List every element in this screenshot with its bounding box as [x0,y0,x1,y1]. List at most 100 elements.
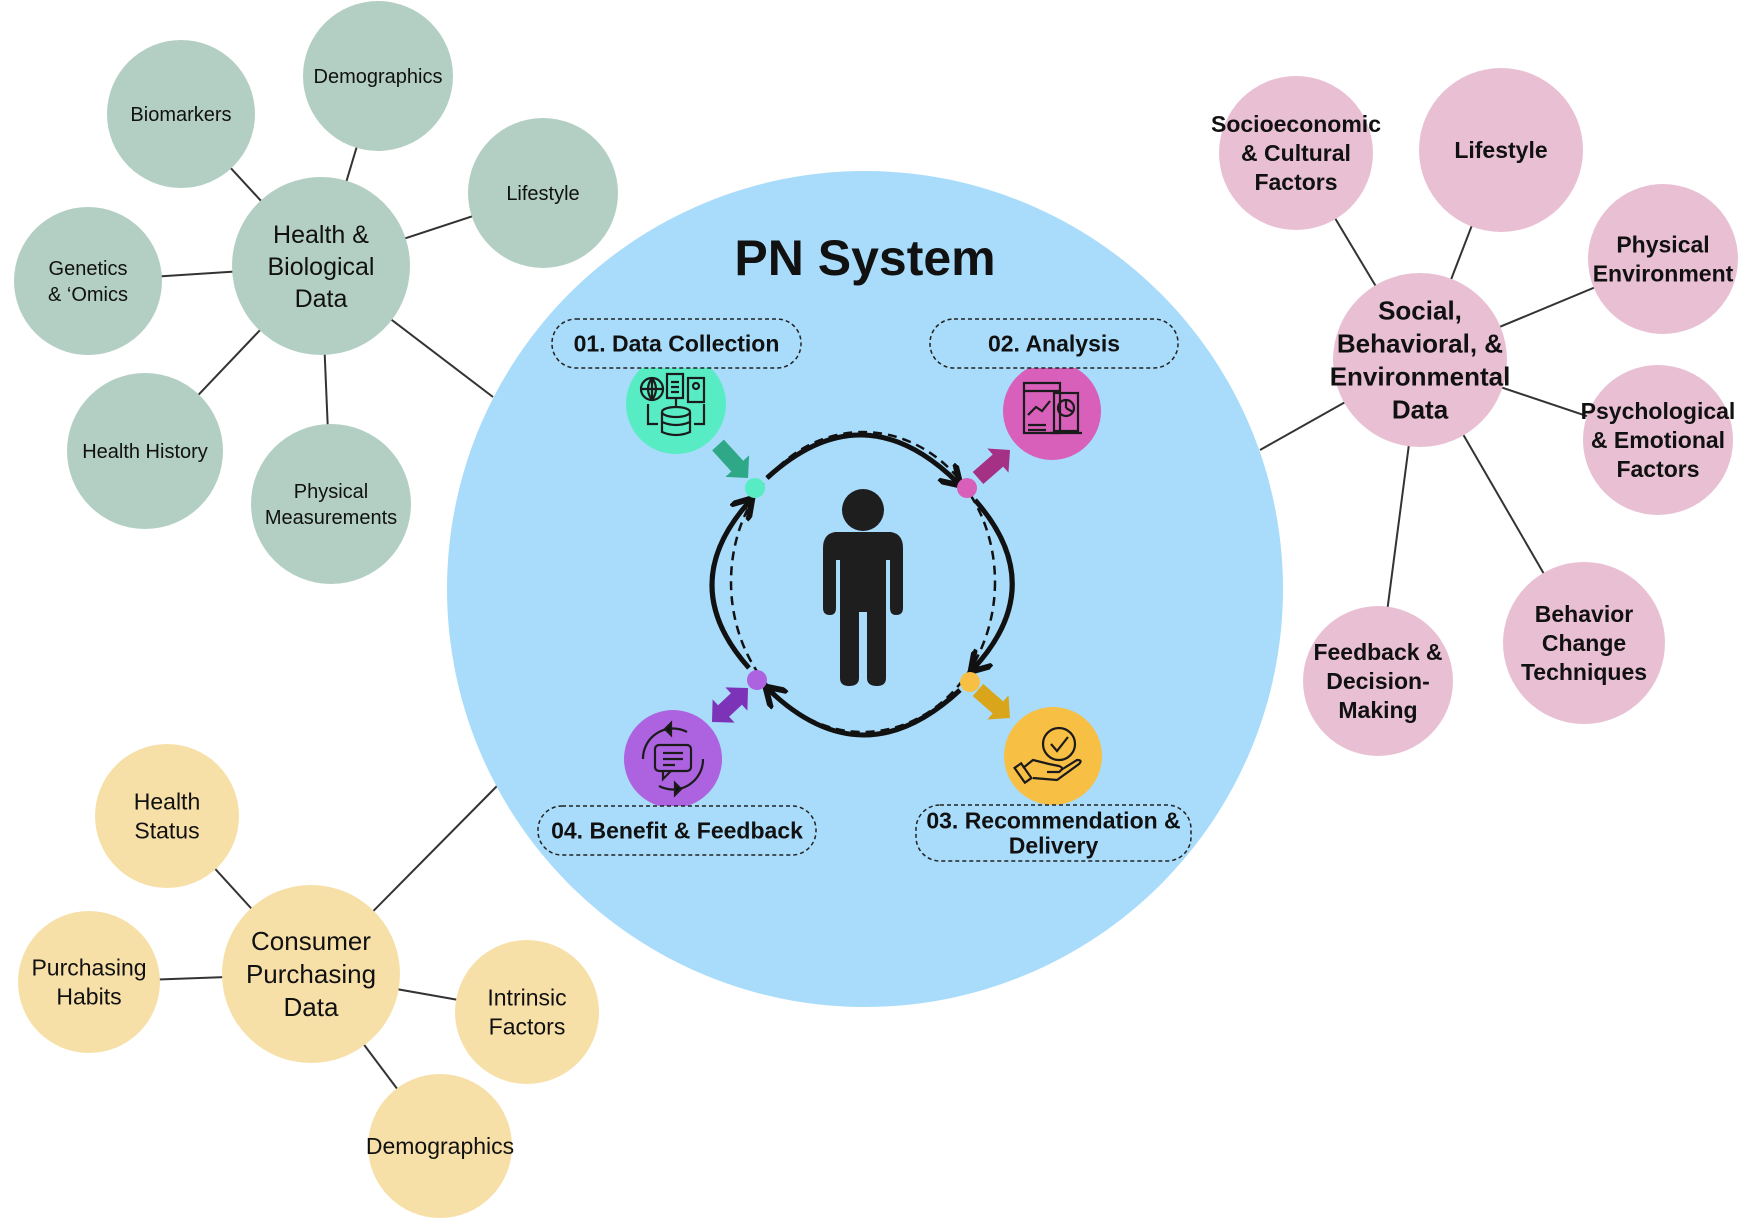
data-collection-icon [639,372,706,437]
social-child-circle [1503,562,1665,724]
text-line: Environment [1593,261,1734,287]
consumer-hub-circle [222,885,400,1063]
cycle-node-dot-3 [960,672,980,692]
data-collection-arrow [712,439,750,478]
health_bio-child-node: Health History [67,373,223,529]
text-line: Habits [56,984,121,1010]
stage-label-pill-3 [915,804,1192,862]
text-line: 01. Data Collection [574,331,780,357]
text-line: Making [1338,697,1417,723]
text-line: Demographics [314,66,443,88]
social-child-label: Lifestyle [1454,137,1547,163]
text-line: 03. Recommendation & [926,808,1180,834]
text-line: & ‘Omics [48,284,128,306]
consumer-child-circle [368,1074,512,1218]
text-line: Factors [1254,169,1337,195]
text-line: Social, [1378,296,1462,326]
text-line: Data [1392,395,1449,425]
text-line: Factors [1616,456,1699,482]
text-line: Change [1542,630,1626,656]
text-line: Decision- [1326,668,1430,694]
text-line: Demographics [366,1133,514,1159]
pn-system-circle-group: PN System 01. Data Collection 02. Analysis… [447,171,1283,1007]
consumer-child-label: Demographics [366,1133,514,1159]
text-line: Lifestyle [506,183,579,205]
health_bio-child-node: Genetics & ‘Omics [14,207,162,355]
text-line: & Emotional [1591,427,1725,453]
system-title: PN System [734,230,995,286]
text-line: Purchasing [31,955,146,981]
inner-dashed-ring [729,430,997,734]
consumer-child-circle [455,940,599,1084]
stage-label-pill-2 [929,318,1179,369]
social-child-circle [1588,184,1738,334]
text-line: Purchasing [246,959,376,989]
text-line: Health & [273,221,369,249]
text-line: Genetics [49,258,128,280]
text-line: Biological [267,253,374,281]
text-line: & Cultural [1241,140,1351,166]
social-child-node: Feedback & Decision- Making [1303,606,1453,756]
health_bio-child-node: Lifestyle [468,118,618,268]
social-child-circle [1303,606,1453,756]
text-line: Health History [82,441,208,463]
stage-label-1: 01. Data Collection [574,331,780,357]
feedback-chat-cycle-icon [641,720,705,798]
health_bio-child-circle [67,373,223,529]
consumer-child-circle [95,744,239,888]
cluster-nodes: BiomarkersDemographicsLifestyleGenetics&… [14,1,1738,1218]
text-line: Psychological [1581,398,1736,424]
text-line: Biomarkers [130,104,231,126]
social-child-circle [1419,68,1583,232]
health_bio-child-label: Health History [82,441,208,463]
person-icon [823,489,903,686]
text-line: Socioeconomic [1211,111,1381,137]
health_bio-child-node: Biomarkers [107,40,255,188]
text-line: Techniques [1521,659,1647,685]
analysis-arrow [972,448,1010,484]
stage-label-4: 04. Benefit & Feedback [551,818,803,844]
text-line: 04. Benefit & Feedback [551,818,803,844]
health_bio-child-circle [303,1,453,151]
text-line: Environmental [1330,362,1511,392]
text-line: Physical [1616,232,1709,258]
cycle-arrow-4 [709,502,749,670]
health_bio-child-circle [251,424,411,584]
health_bio-hub-circle [232,177,410,355]
cycle-node-dot-2 [957,478,977,498]
text-line: Feedback & [1313,639,1442,665]
text-line: Physical [294,481,368,503]
text-line: Behavioral, & [1337,329,1503,359]
text-line: Measurements [265,507,397,529]
text-line: Behavior [1535,601,1633,627]
health_bio-child-label: Biomarkers [130,104,231,126]
stage-label-2: 02. Analysis [988,331,1120,357]
text-line: 02. Analysis [988,331,1120,357]
health_bio-child-label: Demographics [314,66,443,88]
text-line: Intrinsic [487,985,566,1011]
consumer-child-circle [18,911,160,1053]
text-line: Factors [489,1014,566,1040]
health_bio-child-circle [14,207,162,355]
social-hub-circle [1333,273,1507,447]
social-child-label: Feedback & Decision- Making [1313,639,1442,723]
cycle-arrow-3 [769,690,962,738]
health_bio-child-circle [107,40,255,188]
stage-label-pill-4 [537,805,817,856]
